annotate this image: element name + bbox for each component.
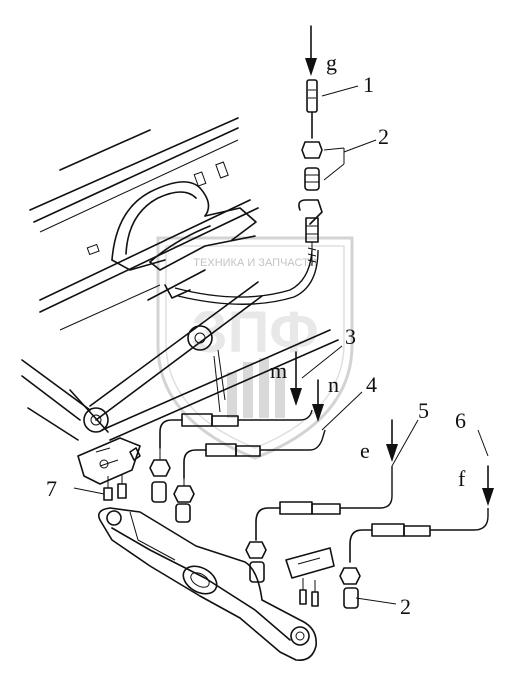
label-f: f xyxy=(458,466,466,491)
leader-7 xyxy=(73,487,105,495)
leader-4 xyxy=(321,391,363,431)
leader-lines xyxy=(73,85,489,605)
wheat-icon xyxy=(227,358,285,418)
watermark: ТЕХНИКА И ЗАПЧАСТИ ЗПФ xyxy=(156,236,354,460)
leader-2-bottom xyxy=(355,597,397,605)
label-7: 7 xyxy=(46,476,57,501)
label-2-top: 2 xyxy=(378,124,389,149)
arrow-m xyxy=(290,351,302,406)
callout-labels: g 1 2 3 m n 4 5 e 6 f 7 2 xyxy=(46,50,466,619)
label-2-bottom: 2 xyxy=(400,594,411,619)
leader-1 xyxy=(321,85,359,97)
machine-frame xyxy=(21,117,339,441)
upper-hose-assembly xyxy=(174,79,323,305)
arrow-f xyxy=(482,465,494,506)
flow-arrows xyxy=(290,25,494,506)
leader-2-top-b xyxy=(323,163,345,181)
label-m: m xyxy=(270,358,287,383)
label-e: e xyxy=(360,438,370,463)
label-4: 4 xyxy=(366,372,377,397)
watermark-text: ТЕХНИКА И ЗАПЧАСТИ xyxy=(193,257,316,269)
label-n: n xyxy=(328,372,339,397)
label-g: g xyxy=(326,50,337,75)
label-6: 6 xyxy=(455,408,466,433)
arrow-e xyxy=(386,419,398,462)
leader-5 xyxy=(391,419,419,467)
label-5: 5 xyxy=(418,398,429,423)
leader-6 xyxy=(477,429,489,457)
label-1: 1 xyxy=(363,72,374,97)
lift-arm xyxy=(97,507,317,662)
leader-3 xyxy=(301,345,343,379)
middle-hose-assembly xyxy=(149,409,326,523)
arrow-g xyxy=(305,25,317,76)
right-hose-assembly xyxy=(245,466,489,609)
leader-2-top-a xyxy=(323,147,345,151)
arrow-n xyxy=(312,379,324,422)
label-3: 3 xyxy=(345,324,356,349)
